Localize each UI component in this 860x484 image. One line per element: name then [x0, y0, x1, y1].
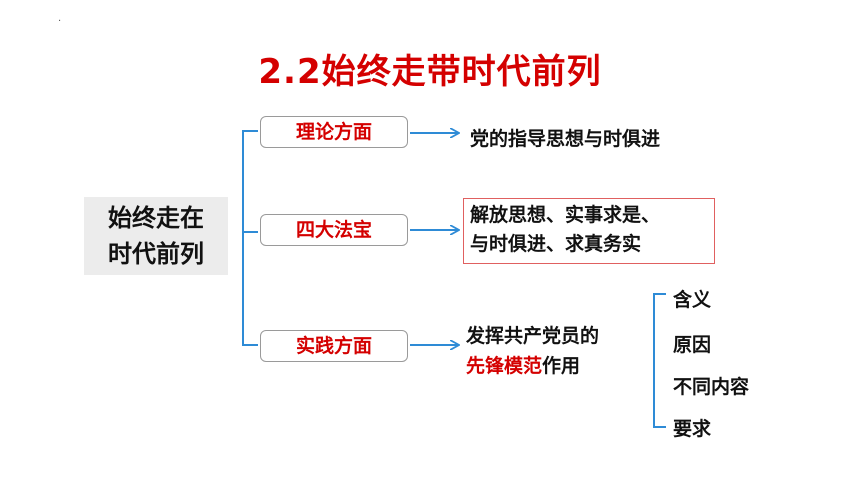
category-four-treasures: 四大法宝 [260, 214, 408, 246]
treasures-content-box: 解放思想、实事求是、 与时俱进、求真务实 [463, 198, 715, 264]
theory-content: 党的指导思想与时俱进 [470, 128, 661, 150]
leaf-different-content: 不同内容 [673, 376, 750, 398]
root-node: 始终走在 时代前列 [84, 197, 228, 275]
root-line-1: 始终走在 [108, 204, 204, 232]
category-theory: 理论方面 [260, 116, 408, 148]
main-bracket [242, 130, 258, 346]
leaf-reason: 原因 [673, 334, 712, 356]
root-line-2: 时代前列 [108, 240, 204, 268]
practice-line-2: 先锋模范作用 [466, 351, 599, 381]
leaf-bracket [653, 293, 666, 428]
practice-line-1: 发挥共产党员的 [466, 325, 600, 347]
treasures-line-2: 与时俱进、求真务实 [470, 233, 642, 255]
corner-mark: · [58, 16, 62, 27]
leaf-requirement: 要求 [673, 418, 712, 440]
practice-highlight: 先锋模范 [466, 355, 543, 377]
treasures-line-1: 解放思想、实事求是、 [470, 204, 661, 226]
leaf-meaning: 含义 [673, 289, 712, 311]
category-practice: 实践方面 [260, 330, 408, 362]
practice-content: 发挥共产党员的 先锋模范作用 [466, 321, 599, 381]
practice-line-2-rest: 作用 [542, 355, 581, 377]
page-title: 2.2始终走带时代前列 [258, 52, 602, 92]
